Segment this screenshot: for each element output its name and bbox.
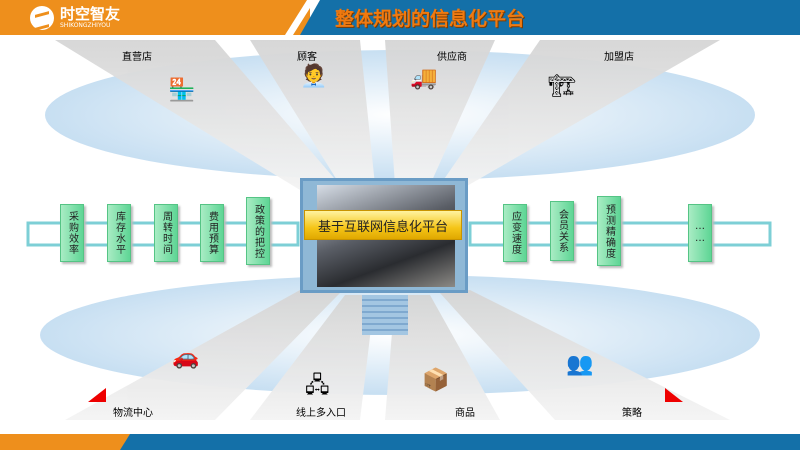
customer-icon: 🧑‍💼 <box>300 64 328 89</box>
beam <box>250 40 375 185</box>
beam <box>55 40 340 190</box>
page-title: 整体规划的信息化平台 <box>335 8 526 30</box>
label-online: 线上多入口 <box>296 408 346 419</box>
label-logistics: 物流中心 <box>113 408 153 419</box>
platform-label: 基于互联网信息化平台 <box>304 210 462 240</box>
label-direct-store: 直营店 <box>122 52 152 63</box>
footer-bar <box>0 434 800 450</box>
metric-forecast: 预测精确度 <box>597 196 621 266</box>
logo-text: 时空智友 <box>60 4 121 23</box>
metric-procurement: 采购效率 <box>60 204 84 262</box>
metric-turnover: 周转时间 <box>154 204 178 262</box>
beam <box>385 295 500 420</box>
beam <box>440 40 720 190</box>
metric-response: 应变速度 <box>503 204 527 262</box>
logo-icon <box>30 6 54 30</box>
metric-more: …… <box>688 204 712 262</box>
metric-policy: 政策的把控 <box>246 197 270 265</box>
supplier-truck-icon: 🚚 <box>410 66 438 91</box>
beam <box>250 295 375 420</box>
beam <box>385 40 495 185</box>
footer-orange <box>0 434 130 450</box>
online-icon: 🖧 <box>305 373 330 398</box>
label-supplier: 供应商 <box>437 52 467 63</box>
red-corner <box>665 388 683 402</box>
label-strategy: 策略 <box>622 408 642 419</box>
logo-subtext: SHIKONGZHIYOU <box>60 21 111 29</box>
beam <box>440 290 730 420</box>
logistics-icon: 🚗 <box>172 345 200 370</box>
strategy-meeting-icon: 👥 <box>566 352 594 377</box>
metric-budget: 费用预算 <box>200 204 224 262</box>
label-franchise: 加盟店 <box>604 52 634 63</box>
store-icon: 🏪 <box>168 78 196 103</box>
metric-inventory: 库存水平 <box>107 204 131 262</box>
goods-icon: 📦 <box>422 368 450 393</box>
monitor-stand <box>362 295 408 335</box>
beam <box>65 290 340 420</box>
red-corner <box>88 388 106 402</box>
logo: 时空智友 SHIKONGZHIYOU <box>30 6 120 30</box>
label-customer: 顾客 <box>297 52 317 63</box>
metric-membership: 会员关系 <box>550 201 574 261</box>
franchise-icon: 🏗 <box>548 74 576 99</box>
header-blue-band <box>300 0 800 35</box>
label-goods: 商品 <box>455 408 475 419</box>
